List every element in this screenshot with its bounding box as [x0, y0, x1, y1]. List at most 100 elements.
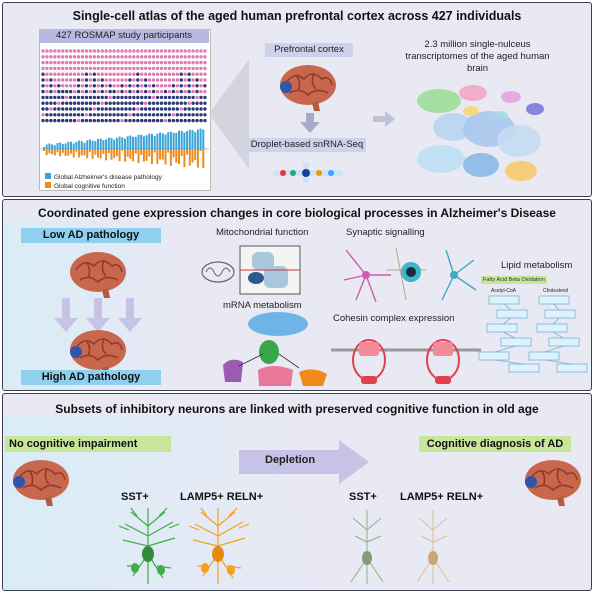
participant-dot	[183, 107, 187, 111]
participant-dot	[203, 84, 207, 88]
participant-dot	[140, 78, 144, 82]
depletion-label: Depletion	[265, 454, 316, 466]
participant-dot	[140, 84, 144, 88]
participant-dot	[92, 113, 97, 117]
participant-dot	[167, 72, 172, 76]
participant-dot	[191, 55, 195, 59]
participant-dot	[132, 101, 136, 105]
participant-dot	[183, 66, 187, 71]
participant-dot	[128, 118, 132, 123]
pathology-bar	[48, 143, 51, 149]
cognition-bar	[91, 149, 94, 160]
participant-dot	[155, 78, 160, 82]
chevron-arrow	[209, 59, 249, 169]
participant-dot	[65, 60, 69, 65]
participant-dot	[53, 113, 57, 117]
participant-dot	[171, 89, 176, 94]
participant-dot	[120, 60, 124, 65]
cognition-bar	[115, 149, 118, 157]
participant-dot	[191, 95, 195, 100]
participant-dot	[187, 84, 191, 88]
participant-dot	[45, 49, 49, 53]
participant-dot	[151, 89, 156, 94]
participant-dot	[96, 101, 100, 105]
cognition-bar	[191, 149, 194, 163]
no-cognitive-impairment-badge: No cognitive impairment	[5, 436, 171, 452]
participant-dot	[41, 113, 45, 117]
participant-dot	[41, 101, 45, 105]
atlas-label: 2.3 million single-nulceus transcriptome…	[405, 39, 550, 74]
participant-dot	[151, 84, 156, 88]
participant-dot	[132, 60, 136, 65]
participant-dot	[195, 49, 199, 53]
participant-dot	[167, 66, 172, 71]
participant-dot	[136, 113, 140, 117]
participant-dot	[53, 60, 57, 65]
participant-dot	[187, 66, 191, 71]
participant-dot	[163, 101, 168, 105]
participant-dot	[116, 107, 120, 111]
cognition-bar	[167, 149, 170, 153]
participant-dot	[96, 113, 100, 117]
umap-clusters	[417, 85, 544, 181]
participant-dot	[155, 60, 160, 65]
participant-dot	[96, 60, 100, 65]
participant-dot	[84, 66, 89, 71]
participant-dot	[108, 101, 112, 105]
participant-dot	[183, 101, 187, 105]
participant-dot	[136, 107, 140, 111]
participant-dot	[140, 60, 144, 65]
mitochondria-illustration	[201, 245, 301, 295]
participant-dot	[49, 107, 53, 111]
participant-dot	[100, 55, 104, 59]
participant-dot	[151, 107, 156, 111]
pathology-bar	[126, 136, 129, 149]
participant-dot	[128, 84, 132, 88]
participant-dot	[199, 89, 203, 94]
participant-dot	[167, 84, 172, 88]
cognition-bar	[199, 149, 202, 152]
participant-dot	[49, 89, 53, 94]
participant-dot	[76, 66, 81, 71]
participant-dot	[76, 49, 81, 53]
participant-dot	[61, 89, 65, 94]
participant-dot	[167, 101, 172, 105]
cognition-bar	[183, 149, 186, 168]
participant-dot	[112, 101, 116, 105]
participant-dot	[191, 72, 195, 76]
participant-dot	[187, 60, 191, 65]
participant-dot	[68, 95, 73, 100]
pathology-bar	[145, 135, 148, 149]
participant-dot	[171, 95, 176, 100]
participant-dot	[72, 55, 77, 59]
participant-dot	[147, 84, 152, 88]
participant-dot	[136, 95, 140, 100]
participant-dot	[72, 49, 77, 53]
participant-dot	[144, 78, 148, 82]
participant-dot	[116, 118, 120, 123]
cognition-bar	[113, 149, 116, 158]
participant-dot	[136, 78, 140, 82]
participant-dot	[112, 55, 116, 59]
participant-dot	[92, 107, 97, 111]
participant-dot	[159, 113, 164, 117]
participant-dot	[76, 78, 81, 82]
participant-dot	[96, 49, 100, 53]
participant-dot	[61, 55, 65, 59]
participant-dot	[183, 118, 187, 123]
participant-dot	[100, 89, 104, 94]
participant-dot	[191, 101, 195, 105]
participant-dot	[104, 72, 108, 76]
participant-dot	[92, 49, 97, 53]
participant-dot	[144, 60, 148, 65]
participant-dot	[45, 113, 49, 117]
pathology-bar	[80, 141, 83, 149]
brain-icon	[13, 460, 69, 506]
participant-dot	[92, 101, 97, 105]
participant-dot	[108, 66, 112, 71]
participant-dot	[171, 84, 176, 88]
participant-dot	[187, 107, 191, 111]
participant-dot	[49, 118, 53, 123]
participant-dot	[84, 107, 89, 111]
participant-dot	[76, 89, 81, 94]
